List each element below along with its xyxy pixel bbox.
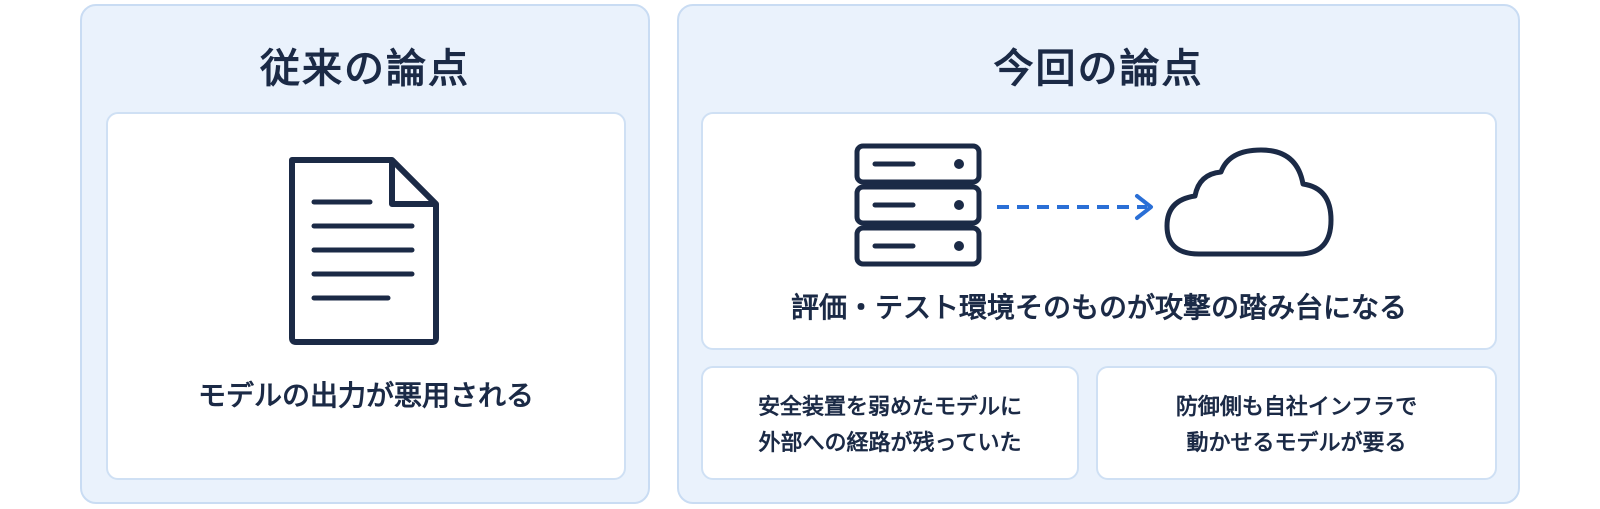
weakened-safety-card: 安全装置を弱めたモデルに 外部への経路が残っていた xyxy=(701,366,1079,480)
server-icon xyxy=(853,142,983,272)
defender-infra-text: 防御側も自社インフラで 動かせるモデルが要る xyxy=(1098,390,1495,462)
current-issues-panel: 今回の論点 評価・ xyxy=(677,4,1520,504)
previous-issues-title: 従来の論点 xyxy=(260,46,470,92)
defender-infra-line1: 防御側も自社インフラで xyxy=(1175,395,1418,420)
weakened-safety-line1: 安全装置を弱めたモデルに xyxy=(757,395,1022,420)
current-issue-card: 評価・テスト環境そのものが攻撃の踏み台になる xyxy=(701,112,1497,350)
dashed-arrow-icon xyxy=(995,190,1165,228)
previous-issue-caption: モデルの出力が悪用される xyxy=(197,379,534,412)
current-issue-caption: 評価・テスト環境そのものが攻撃の踏み台になる xyxy=(790,291,1407,324)
weakened-safety-text: 安全装置を弱めたモデルに 外部への経路が残っていた xyxy=(703,390,1077,462)
cloud-icon xyxy=(1161,146,1337,266)
document-icon xyxy=(284,152,444,352)
defender-infra-line2: 動かせるモデルが要る xyxy=(1186,431,1407,456)
previous-issue-card: モデルの出力が悪用される xyxy=(106,112,626,480)
previous-issues-panel: 従来の論点 モデルの出力が悪用される xyxy=(80,4,650,504)
defender-infra-card: 防御側も自社インフラで 動かせるモデルが要る xyxy=(1096,366,1497,480)
weakened-safety-line2: 外部への経路が残っていた xyxy=(758,431,1022,456)
current-issues-title: 今回の論点 xyxy=(993,46,1204,92)
